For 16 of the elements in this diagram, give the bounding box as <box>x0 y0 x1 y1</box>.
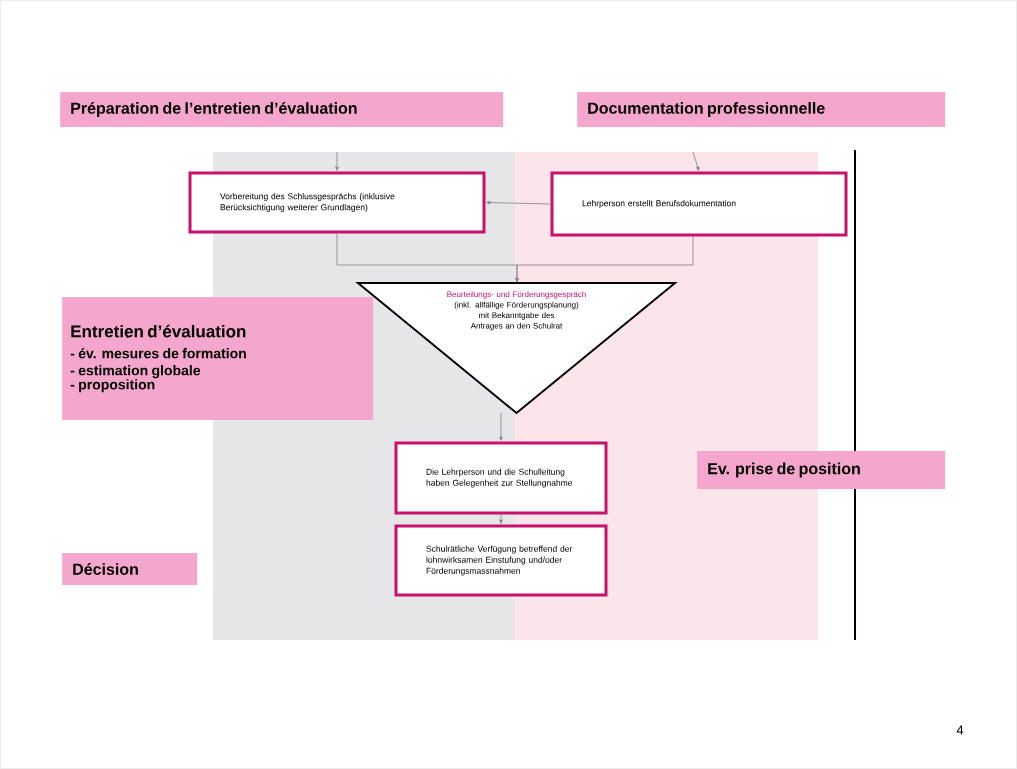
process-box: Die Lehrperson und die Schulleitung haben Gelegenheit zur Stellungnahme <box>394 441 608 515</box>
label-band: Entretien d’évaluation - év. mesures de formation - estimation globale - proposition <box>62 297 374 420</box>
arrow <box>499 514 503 524</box>
arrow <box>499 412 503 441</box>
label-band: Documentation professionnelle <box>577 92 946 127</box>
label-band: Ev. prise de position <box>697 451 946 489</box>
label-band: Préparation de l’entretien d’évaluation <box>60 92 504 127</box>
arrow <box>486 200 551 205</box>
arrow <box>335 151 339 171</box>
process-box: Vorbereitung des Schlussgesprächs (inklusive Berücksichtigung weiterer Grundlagen) <box>188 171 486 234</box>
page-number: 4 <box>956 725 964 735</box>
process-box: Lehrperson erstellt Berufsdokumentation <box>550 171 848 237</box>
arrow <box>692 151 700 171</box>
arrow <box>515 236 694 283</box>
process-box: Schulrätliche Verfügung betreffend der lohnwirksamen Einstufung und/oder Förderungsmassnahmen <box>394 524 608 597</box>
label-band: Décision <box>62 553 198 585</box>
